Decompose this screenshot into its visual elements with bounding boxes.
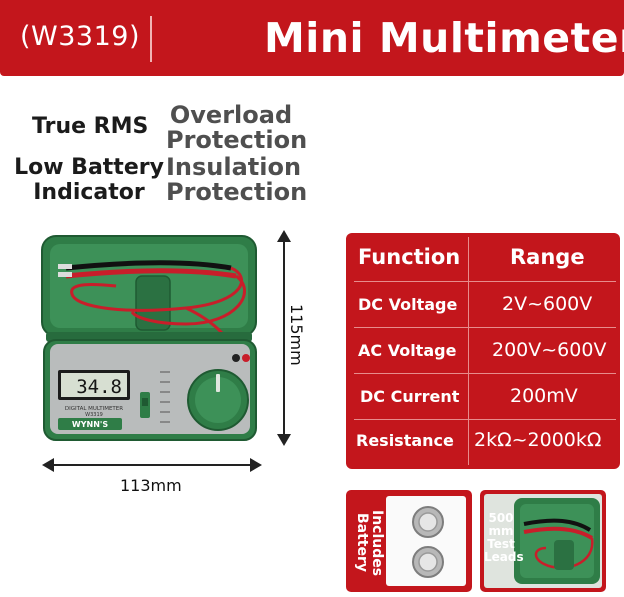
battery-icon <box>412 506 444 578</box>
spec-row-range: 200V~600V <box>492 339 607 361</box>
device-model: W3319 <box>85 412 103 418</box>
feature-insulation-line2: Protection <box>166 178 308 206</box>
feature-insulation-protection: Insulation Protection <box>166 153 308 206</box>
battery-caption-line1: Includes <box>369 509 385 577</box>
spec-row-range: 2V~600V <box>502 293 593 315</box>
spec-table-column-divider <box>468 237 469 465</box>
battery-caption: Includes Battery <box>348 498 385 588</box>
spec-header-range: Range <box>510 245 585 269</box>
feature-true-rms: True RMS <box>32 114 148 139</box>
battery-caption-line2: Battery <box>354 513 370 573</box>
feature-overload-protection: Overload Protection <box>166 101 308 154</box>
spec-header-function: Function <box>358 245 461 269</box>
feature-true-rms-label: True RMS <box>32 114 149 139</box>
test-leads-caption-line3: Test <box>487 537 515 551</box>
feature-insulation-line1: Insulation <box>166 153 302 181</box>
height-dimension-label: 115mm <box>287 304 306 366</box>
feature-overload-line1: Overload <box>169 101 293 129</box>
test-leads-panel: 500 mm Test Leads <box>480 490 606 592</box>
height-dimension-arrow <box>277 230 291 446</box>
test-leads-caption: 500 mm Test Leads <box>484 511 524 564</box>
battery-image <box>386 496 466 586</box>
feature-low-battery-line2: Indicator <box>33 180 145 205</box>
spec-table-row-divider <box>354 327 616 328</box>
feature-overload-line2: Protection <box>166 126 308 154</box>
spec-row-function: AC Voltage <box>358 341 457 360</box>
spec-row-range: 200mV <box>510 385 578 407</box>
product-title: Mini Multimeter <box>264 14 624 62</box>
test-leads-caption-line4: Leads <box>484 550 524 564</box>
feature-low-battery: Low Battery Indicator <box>12 155 166 205</box>
spec-row-function: DC Current <box>360 387 460 406</box>
device-brand: WYNN'S <box>72 420 108 429</box>
header-divider <box>150 16 152 62</box>
test-leads-icon <box>514 498 600 584</box>
test-leads-image <box>484 494 602 588</box>
spec-row-function: DC Voltage <box>358 295 458 314</box>
test-leads-caption-line2: mm <box>488 524 514 538</box>
spec-table: Function Range DC Voltage 2V~600V AC Vol… <box>346 233 620 469</box>
spec-row-range: 2kΩ~2000kΩ <box>474 429 602 451</box>
spec-table-row-divider <box>354 281 616 282</box>
multimeter-illustration: 34.8 DIGITAL MULTIMETER W3319 WYNN'S <box>41 235 257 441</box>
lcd-reading: 34.8 <box>76 376 122 398</box>
width-dimension-arrow <box>42 458 262 472</box>
test-leads-caption-line1: 500 <box>488 511 514 525</box>
header-banner: (W3319) Mini Multimeter <box>0 0 624 76</box>
device-label: DIGITAL MULTIMETER <box>65 406 123 412</box>
spec-table-row-divider <box>354 419 616 420</box>
feature-low-battery-line1: Low Battery <box>14 155 164 180</box>
spec-row-function: Resistance <box>356 431 454 450</box>
width-dimension-label: 113mm <box>120 476 182 495</box>
model-code: (W3319) <box>20 21 140 52</box>
battery-panel: Includes Battery <box>346 490 472 592</box>
spec-table-row-divider <box>354 373 616 374</box>
